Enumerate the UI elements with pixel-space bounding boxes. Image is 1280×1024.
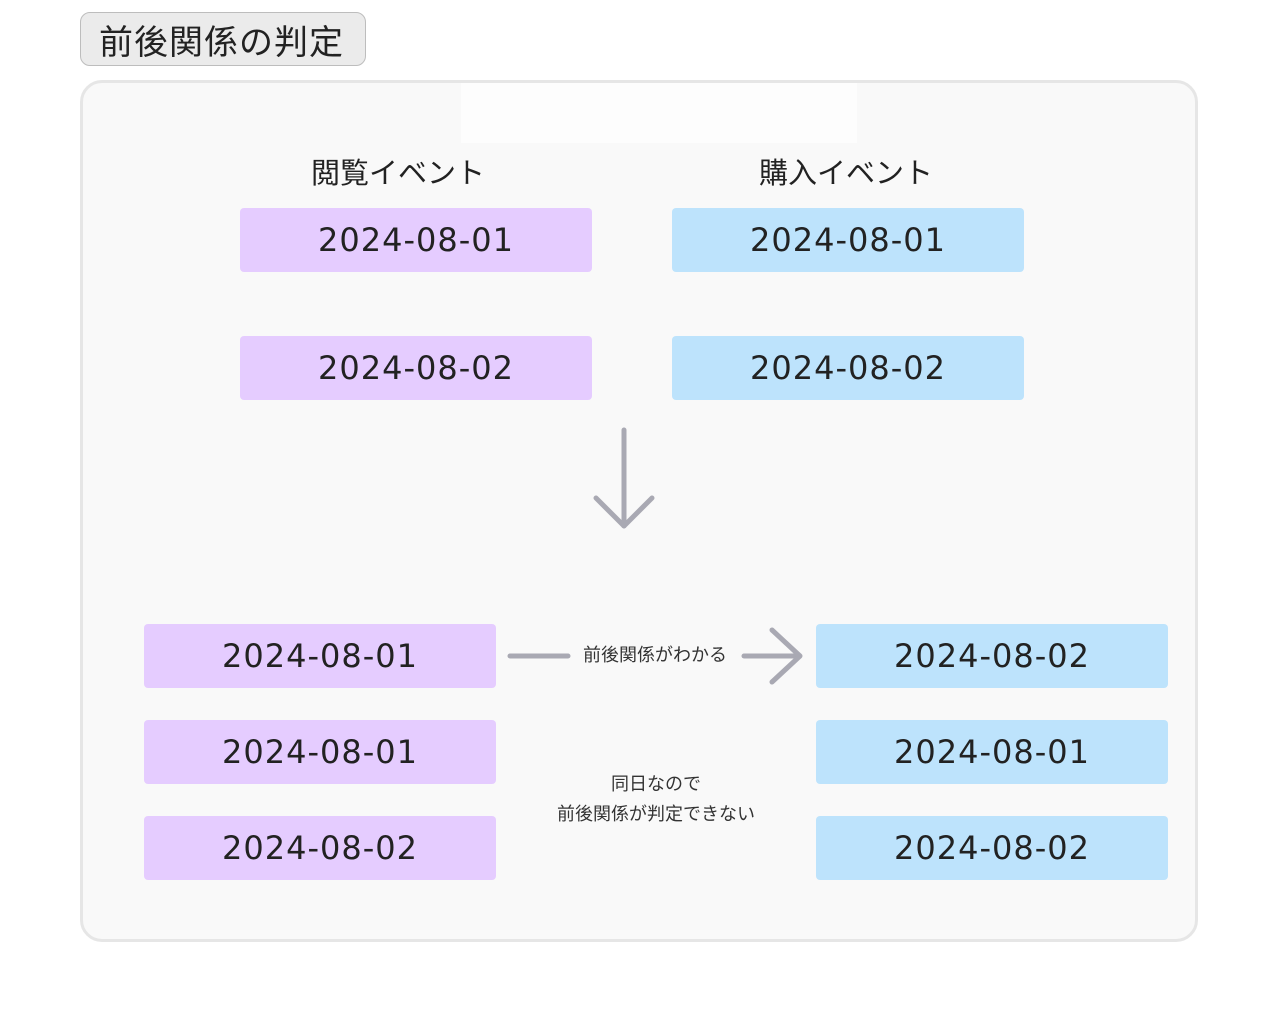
page-title: 前後関係の判定	[80, 12, 366, 66]
order-known-label: 前後関係がわかる	[583, 645, 727, 666]
purchase-event-date-box: 2024-08-01	[816, 720, 1168, 784]
view-event-date-box: 2024-08-01	[144, 624, 496, 688]
same-day-note-line: 前後関係が判定できない	[557, 804, 755, 825]
view-events-header: 閲覧イベント	[310, 156, 485, 190]
purchase-event-date-box: 2024-08-02	[816, 816, 1168, 880]
purchase-event-date-box: 2024-08-02	[816, 624, 1168, 688]
purchase-event-date-box: 2024-08-02	[672, 336, 1024, 400]
view-event-date-box: 2024-08-01	[144, 720, 496, 784]
same-day-note: 同日なので 前後関係が判定できない	[536, 770, 776, 830]
right-arrow-icon	[507, 627, 803, 685]
panel-highlight	[461, 83, 857, 143]
view-event-date-box: 2024-08-01	[240, 208, 592, 272]
view-event-date-box: 2024-08-02	[144, 816, 496, 880]
view-event-date-box: 2024-08-02	[240, 336, 592, 400]
same-day-note-line: 同日なので	[611, 774, 701, 795]
purchase-event-date-box: 2024-08-01	[672, 208, 1024, 272]
down-arrow-icon	[593, 427, 655, 529]
purchase-events-header: 購入イベント	[758, 156, 933, 190]
